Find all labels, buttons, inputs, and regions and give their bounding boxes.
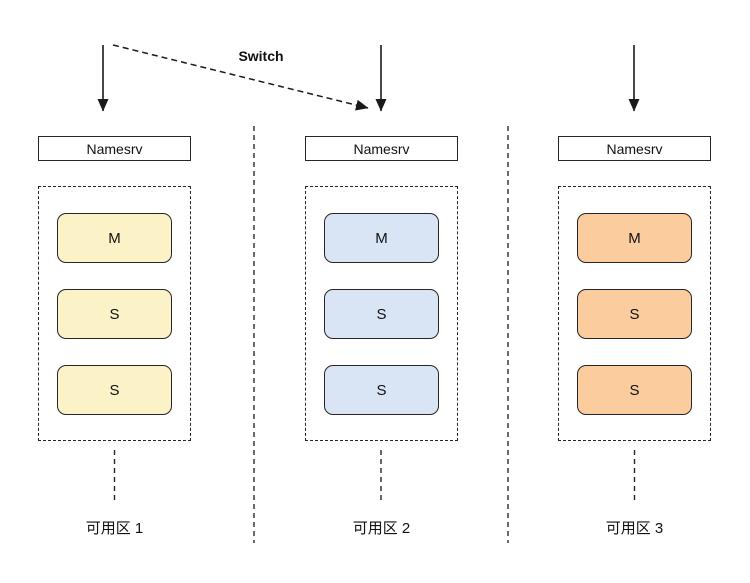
namesrv-box: Namesrv [558, 136, 711, 161]
slave-node: S [57, 289, 172, 339]
namesrv-box: Namesrv [38, 136, 191, 161]
switch-label: Switch [238, 48, 284, 64]
master-node: M [324, 213, 439, 263]
namesrv-box: Namesrv [305, 136, 458, 161]
zone-1: Namesrv M S S 可用区 1 [38, 136, 191, 537]
master-node: M [57, 213, 172, 263]
master-node: M [577, 213, 692, 263]
broker-group-container: M S S [558, 186, 711, 441]
slave-node: S [57, 365, 172, 415]
broker-group-container: M S S [305, 186, 458, 441]
slave-node: S [577, 365, 692, 415]
zone-3: Namesrv M S S 可用区 3 [558, 136, 711, 537]
zone-label: 可用区 1 [85, 520, 144, 537]
zone-label: 可用区 3 [605, 520, 664, 537]
slave-node: S [577, 289, 692, 339]
slave-node: S [324, 365, 439, 415]
slave-node: S [324, 289, 439, 339]
zone-2: Namesrv M S S 可用区 2 [305, 136, 458, 537]
zone-label: 可用区 2 [352, 520, 411, 537]
broker-group-container: M S S [38, 186, 191, 441]
